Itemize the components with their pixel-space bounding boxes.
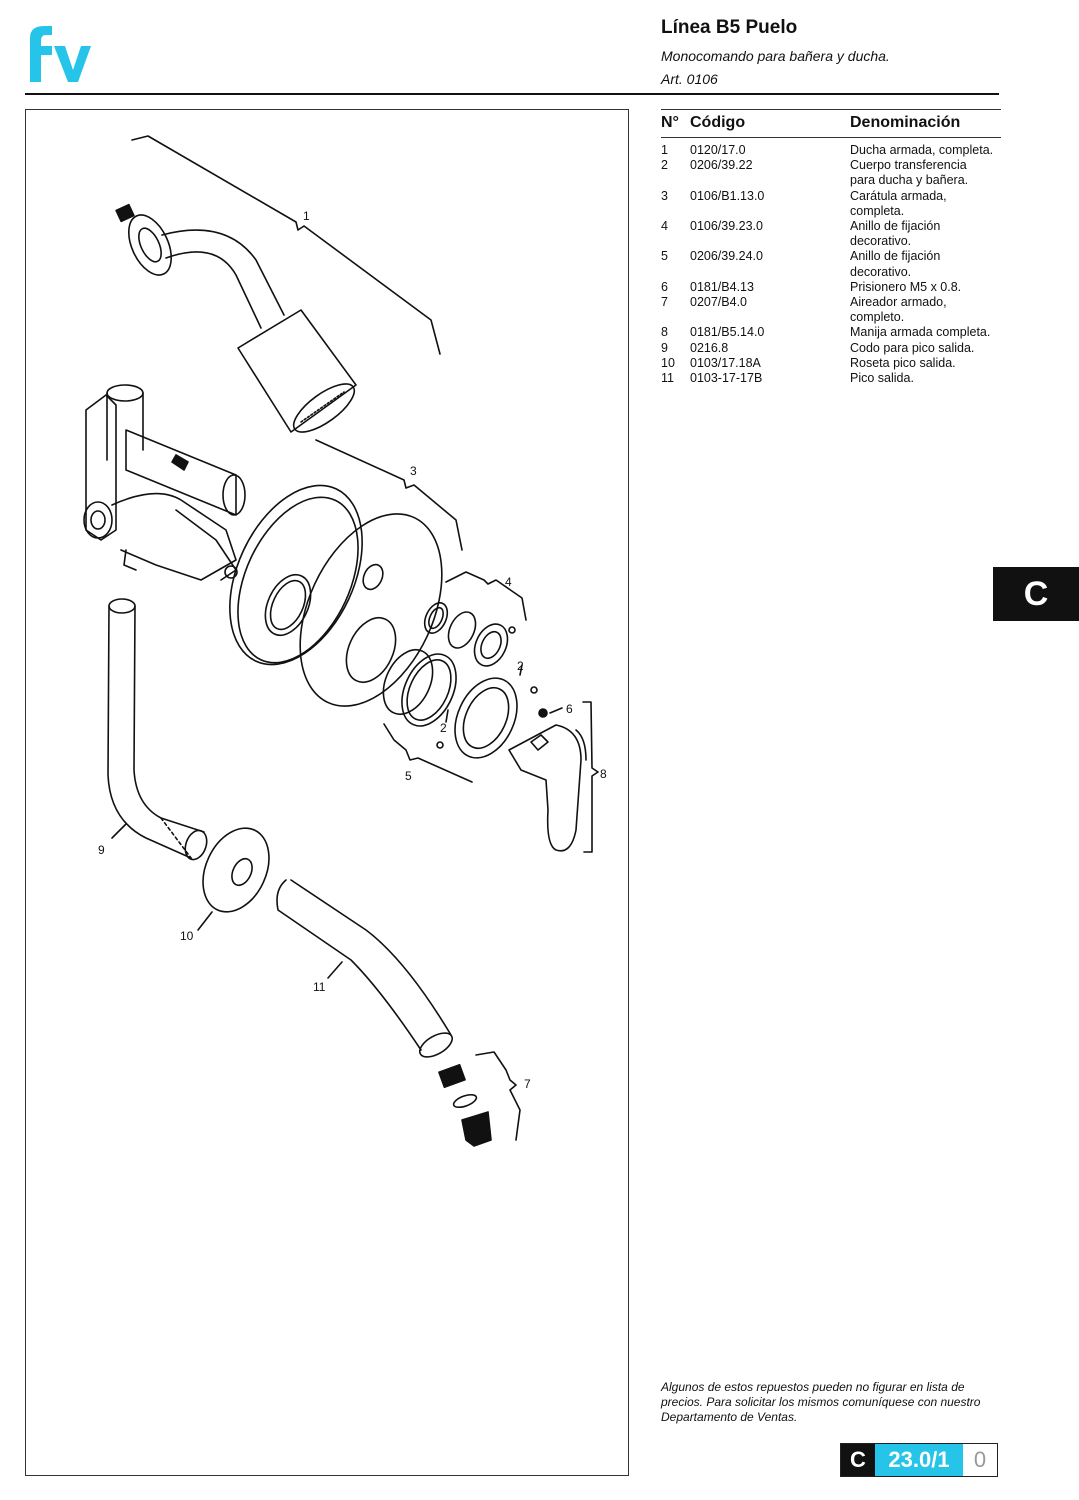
callout-10: 10 xyxy=(180,929,194,943)
table-row: 9 0216.8 Codo para pico salida. xyxy=(661,341,1001,356)
valve-body-part xyxy=(83,384,246,581)
page-number: 23.0/1 xyxy=(875,1444,963,1476)
page-subtitle: Monocomando para bañera y ducha. xyxy=(661,48,890,64)
part-code: 0181/B5.14.0 xyxy=(690,325,765,340)
part-number: 11 xyxy=(661,371,674,386)
callout-1: 1 xyxy=(303,209,310,223)
part-number: 6 xyxy=(661,279,668,294)
table-row: 5 0206/39.24.0 Anillo de fijación decorati… xyxy=(661,249,1001,279)
callout-2b: 2 xyxy=(440,721,447,735)
page-revision: 0 xyxy=(963,1444,997,1476)
handle-part xyxy=(508,724,587,852)
part-name: Ducha armada, completa. xyxy=(850,143,994,157)
aerator-part xyxy=(438,1063,492,1147)
part-number: 4 xyxy=(661,219,668,234)
part-number: 5 xyxy=(661,249,668,264)
section-tab: C xyxy=(993,567,1079,621)
part-number: 7 xyxy=(661,295,668,310)
spout-part xyxy=(276,879,454,1058)
part-code: 0103-17-17B xyxy=(690,371,763,386)
callout-5: 5 xyxy=(405,769,412,783)
part-code: 0206/39.22 xyxy=(690,158,753,173)
page-section: C xyxy=(841,1444,875,1476)
table-row: 3 0106/B1.13.0 Carátula armada, completa. xyxy=(661,189,1001,219)
part-code: 0207/B4.0 xyxy=(690,295,747,310)
table-row: 4 0106/39.23.0 Anillo de fijación decorati… xyxy=(661,219,1001,249)
table-row: 6 0181/B4.13 Prisionero M5 x 0.8. xyxy=(661,280,1001,295)
part-name: Prisionero M5 x 0.8. xyxy=(850,279,962,294)
part-code: 0106/B1.13.0 xyxy=(690,188,765,203)
part-name: Manija armada completa. xyxy=(850,325,991,340)
exploded-diagram: 1 3 4 2 2 6 5 8 9 10 11 7 xyxy=(83,135,607,1147)
rosette-part xyxy=(202,827,270,913)
table-row: 2 0206/39.22 Cuerpo transferencia para duc… xyxy=(661,158,1001,188)
shower-head-part xyxy=(115,203,357,433)
table-row: 11 0103-17-17B Pico salida. xyxy=(661,371,1001,386)
part-name: Anillo de fijación decorativo. xyxy=(850,249,941,279)
callout-2a: 2 xyxy=(517,659,524,673)
callout-6: 6 xyxy=(566,702,573,716)
bracket-8 xyxy=(582,701,599,853)
part-code: 0216.8 xyxy=(690,340,729,355)
part-code: 0103/17.18A xyxy=(690,355,761,370)
part-number: 3 xyxy=(661,188,668,203)
part-number: 9 xyxy=(661,340,668,355)
col-name: Denominación xyxy=(850,114,961,131)
part-name: Anillo de fijación decorativo. xyxy=(850,219,941,249)
callout-4: 4 xyxy=(505,575,512,589)
col-code: Código xyxy=(690,114,746,131)
callout-8: 8 xyxy=(600,767,607,781)
table-row: 1 0120/17.0 Ducha armada, completa. xyxy=(661,143,1001,158)
part-name: Aireador armado, completo. xyxy=(850,295,947,325)
part-name: Codo para pico salida. xyxy=(850,340,975,355)
table-row: 7 0207/B4.0 Aireador armado, completo. xyxy=(661,295,1001,325)
part-name: Roseta pico salida. xyxy=(850,355,956,370)
part-number: 2 xyxy=(661,158,668,173)
callout-3: 3 xyxy=(410,464,417,478)
part-name: Pico salida. xyxy=(850,371,914,386)
bracket-3 xyxy=(315,439,463,551)
part-code: 0206/39.24.0 xyxy=(690,249,763,264)
callout-9: 9 xyxy=(98,843,105,857)
callout-7: 7 xyxy=(524,1077,531,1091)
callout-11: 11 xyxy=(313,980,326,994)
col-number: N° xyxy=(661,114,679,131)
header-rule xyxy=(25,93,999,95)
article-number: Art. 0106 xyxy=(661,71,718,87)
part-code: 0181/B4.13 xyxy=(690,279,754,294)
footnote: Algunos de estos repuestos pueden no fig… xyxy=(661,1380,981,1424)
parts-table-header: N° Código Denominación xyxy=(661,109,1001,138)
table-row: 10 0103/17.18A Roseta pico salida. xyxy=(661,356,1001,371)
bracket-5 xyxy=(383,723,473,783)
page-title: Línea B5 Puelo xyxy=(661,17,798,38)
part-code: 0120/17.0 xyxy=(690,143,746,157)
spout-elbow-part xyxy=(107,598,208,861)
part-number: 8 xyxy=(661,325,668,340)
part-number: 10 xyxy=(661,355,675,370)
part-number: 1 xyxy=(661,143,668,157)
part-name: Carátula armada, completa. xyxy=(850,188,947,218)
part-code: 0106/39.23.0 xyxy=(690,219,763,234)
table-row: 8 0181/B5.14.0 Manija armada completa. xyxy=(661,325,1001,340)
page-number-box: C 23.0/1 0 xyxy=(840,1443,998,1477)
fv-logo xyxy=(30,26,91,82)
bracket-1 xyxy=(131,135,441,355)
bracket-7 xyxy=(475,1051,521,1141)
parts-table-body: 1 0120/17.0 Ducha armada, completa. 2 0206/3… xyxy=(661,138,1001,386)
parts-table: N° Código Denominación 1 0120/17.0 Ducha a… xyxy=(661,109,1001,386)
rings-part xyxy=(382,602,548,759)
escutcheon-part xyxy=(229,484,443,707)
bracket-4 xyxy=(445,571,527,621)
part-name: Cuerpo transferencia para ducha y bañera… xyxy=(850,158,969,188)
exploded-diagram-frame: 1 3 4 2 2 6 5 8 9 10 11 7 xyxy=(25,109,629,1476)
